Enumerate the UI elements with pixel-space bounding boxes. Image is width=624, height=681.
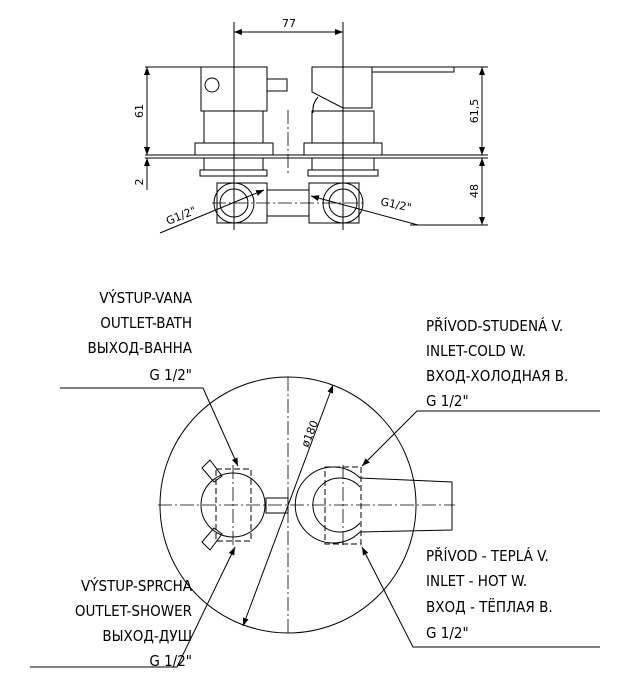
label-line: G 1/2" <box>426 624 469 642</box>
diameter-180: ø180 <box>299 419 321 450</box>
label-line: G 1/2" <box>426 392 469 410</box>
label-line: G 1/2" <box>149 652 192 670</box>
label-line: OUTLET-BATH <box>100 314 192 332</box>
front-view: ø180 <box>158 376 455 634</box>
top-view: 77 G1/2" G1/2" <box>133 17 488 234</box>
label-inlet-cold: PŘÍVOD-STUDENÁ V. INLET-COLD W. ВХОД-ХОЛ… <box>426 316 568 410</box>
label-line: G 1/2" <box>149 366 192 384</box>
dimension-77: 77 <box>282 17 296 30</box>
label-outlet-shower: VÝSTUP-SPRCHA OUTLET-SHOWER ВЫХОД-ДУШ G … <box>75 576 193 670</box>
label-line: ВЫХОД-ДУШ <box>102 627 192 645</box>
label-line: PŘÍVOD - TEPLÁ V. <box>426 546 549 565</box>
label-line: INLET - HOT W. <box>426 572 527 590</box>
dimension-61-5: 61,5 <box>468 99 481 124</box>
label-line: PŘÍVOD-STUDENÁ V. <box>426 316 563 335</box>
label-line: ВХОД-ХОЛОДНАЯ В. <box>426 367 568 385</box>
label-line: INLET-COLD W. <box>426 342 526 360</box>
mixer-handle <box>294 466 361 544</box>
label-line: OUTLET-SHOWER <box>75 602 192 620</box>
dimension-61: 61 <box>133 104 146 118</box>
thread-right-label: G1/2" <box>379 195 412 214</box>
dimension-48: 48 <box>468 184 481 198</box>
label-line: VÝSTUP-SPRCHA <box>81 576 193 595</box>
label-line: ВХОД - ТЁПЛАЯ В. <box>426 597 553 616</box>
dimension-2: 2 <box>133 179 146 186</box>
label-line: VÝSTUP-VANA <box>99 288 193 307</box>
label-line: ВЫХОД-ВАННА <box>88 339 193 357</box>
label-outlet-bath: VÝSTUP-VANA OUTLET-BATH ВЫХОД-ВАННА G 1/… <box>88 288 193 384</box>
label-inlet-hot: PŘÍVOD - TEPLÁ V. INLET - HOT W. ВХОД - … <box>426 546 553 642</box>
